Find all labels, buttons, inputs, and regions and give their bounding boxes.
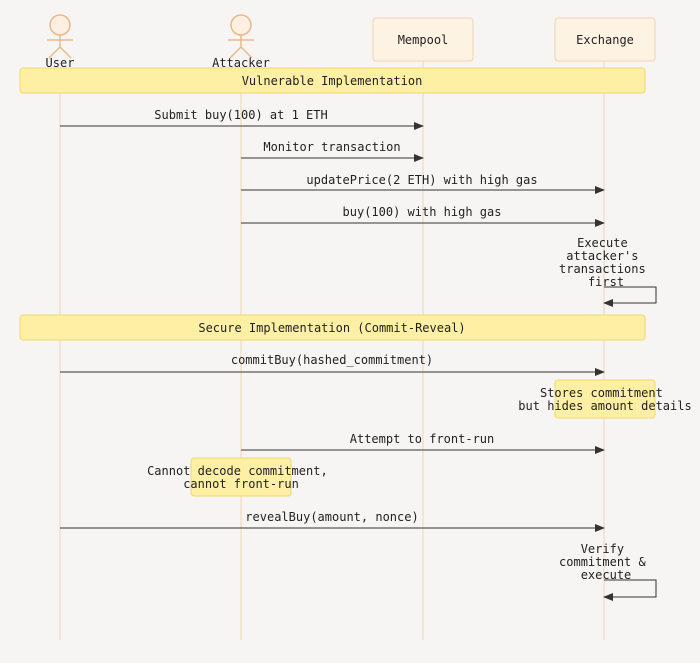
note-1-box xyxy=(554,379,656,419)
attacker-actor-icon xyxy=(228,14,254,59)
message-9-line-3: execute xyxy=(581,568,632,582)
message-9-line-1: Verify xyxy=(581,542,624,556)
section-secure xyxy=(19,314,646,341)
message-1-label: Submit buy(100) at 1 ETH xyxy=(154,108,327,122)
message-9-line-2: commitment & xyxy=(559,555,646,569)
message-5-line-3: transactions xyxy=(559,262,646,276)
user-actor-icon xyxy=(47,14,73,59)
message-5-label: Execute attacker's transactions first xyxy=(559,236,653,289)
message-3-label: updatePrice(2 ETH) with high gas xyxy=(306,173,537,187)
message-9-label: Verify commitment & execute xyxy=(559,542,653,582)
message-5-line-4: first xyxy=(588,275,624,289)
note-1-line-2: but hides amount details xyxy=(518,399,691,413)
section-vulnerable-label: Vulnerable Implementation xyxy=(242,74,423,88)
message-9-self-arrow xyxy=(603,579,657,601)
note-2-line-1: Cannot decode commitment, xyxy=(147,464,328,478)
participant-user-label: User xyxy=(46,56,75,70)
message-2-label: Monitor transaction xyxy=(263,140,400,154)
message-5-line-2: attacker's xyxy=(566,249,638,263)
section-vulnerable xyxy=(19,67,646,94)
note-2-text: Cannot decode commitment, cannot front-r… xyxy=(147,464,335,491)
message-5-self-arrow xyxy=(603,286,657,307)
note-1-line-1: Stores commitment xyxy=(540,386,663,400)
participant-mempool-label: Mempool xyxy=(398,33,449,47)
message-6-label: commitBuy(hashed_commitment) xyxy=(231,353,433,367)
note-2-box xyxy=(190,457,292,497)
section-secure-label: Secure Implementation (Commit-Reveal) xyxy=(198,321,465,335)
participant-exchange-label: Exchange xyxy=(576,33,634,47)
message-7-label: Attempt to front-run xyxy=(350,432,495,446)
participant-attacker-label: Attacker xyxy=(212,56,270,70)
participant-mempool-box xyxy=(372,17,474,62)
message-8-label: revealBuy(amount, nonce) xyxy=(245,510,418,524)
note-1-text: Stores commitment but hides amount detai… xyxy=(518,386,691,413)
message-5-line-1: Execute xyxy=(577,236,628,250)
participant-exchange-box xyxy=(554,17,656,62)
message-4-label: buy(100) with high gas xyxy=(343,205,502,219)
note-2-line-2: cannot front-run xyxy=(183,477,299,491)
